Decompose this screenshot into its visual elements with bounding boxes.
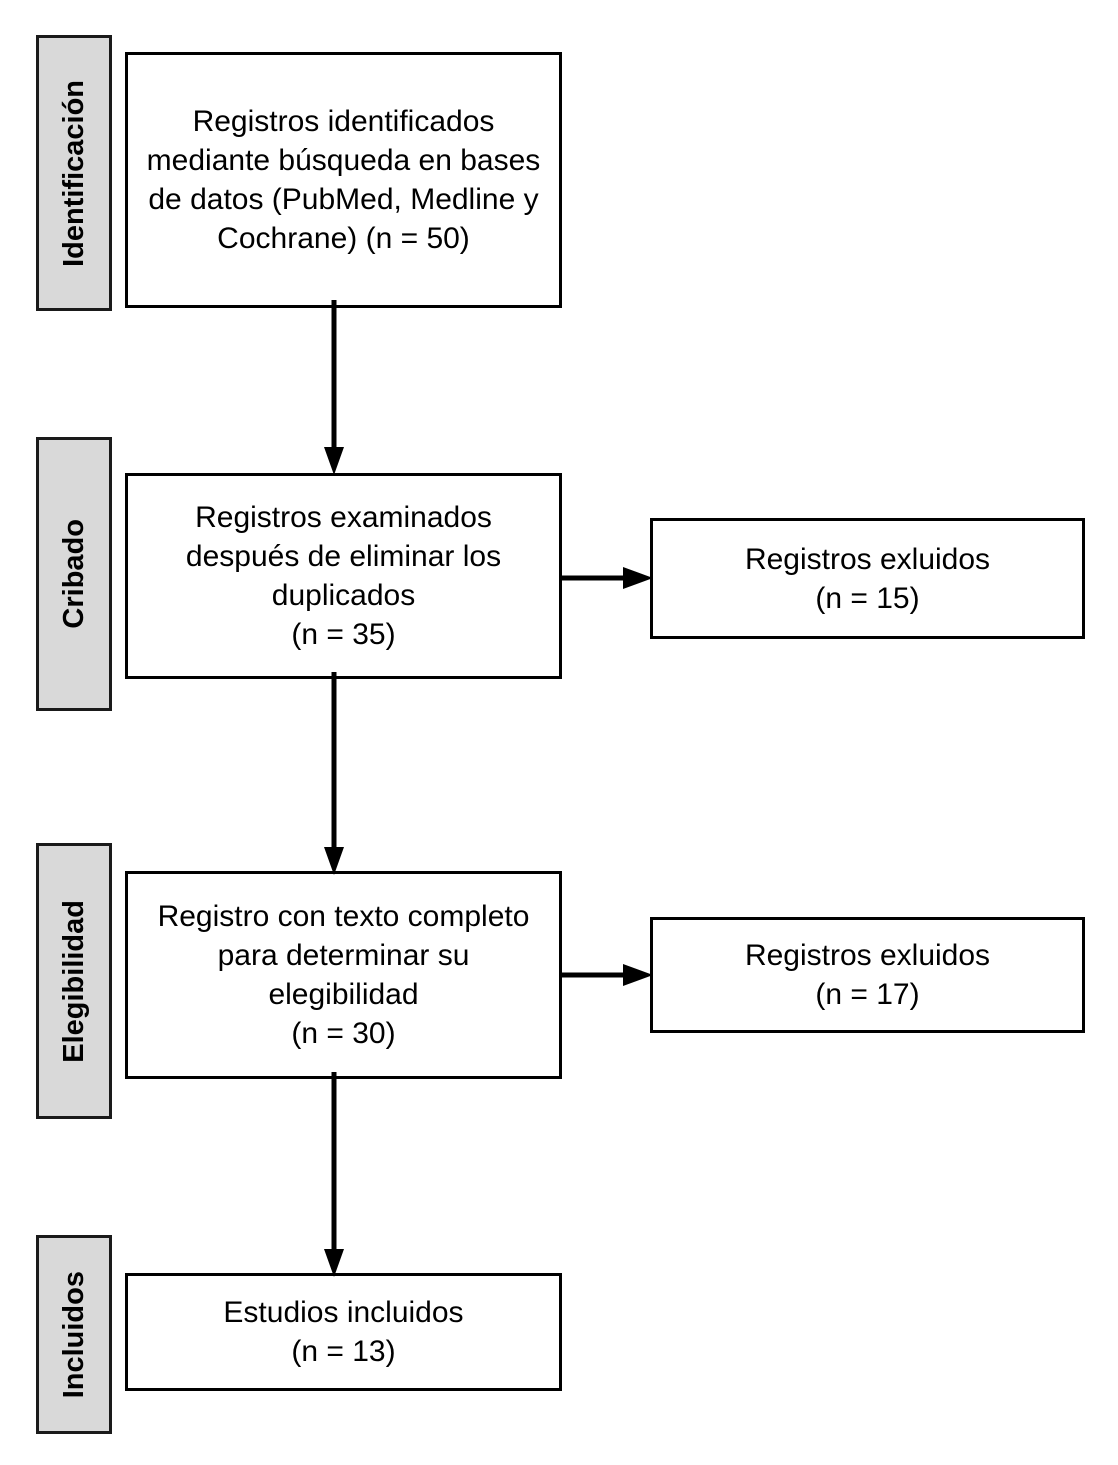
box-studies-included-text: Estudios incluidos (n = 13) — [223, 1296, 464, 1368]
stage-label-elegibilidad-text: Elegibilidad — [57, 899, 90, 1063]
box-studies-included: Estudios incluidos (n = 13) — [125, 1273, 562, 1391]
box-records-screened-text: Registros examinados después de eliminar… — [185, 501, 502, 651]
stage-label-identificacion: Identificación — [36, 35, 112, 311]
box-records-screened: Registros examinados después de eliminar… — [125, 473, 562, 679]
box-records-identified: Registros identificados mediante búsqued… — [125, 52, 562, 308]
stage-label-elegibilidad: Elegibilidad — [36, 843, 112, 1119]
box-full-text-eligibility-text: Registro con texto completo para determi… — [157, 900, 530, 1050]
stage-label-incluidos: Incluidos — [36, 1235, 112, 1434]
box-full-text-eligibility: Registro con texto completo para determi… — [125, 871, 562, 1079]
connector-screened-to-excluded — [559, 567, 653, 589]
connector-eligibility-to-excluded — [559, 964, 653, 986]
connector-screened-to-eligibility — [324, 672, 344, 875]
stage-label-cribado-text: Cribado — [57, 519, 90, 629]
box-records-excluded-screening: Registros exluidos (n = 15) — [650, 518, 1085, 639]
box-records-identified-text: Registros identificados mediante búsqued… — [146, 105, 541, 255]
box-records-excluded-eligibility-text: Registros exluidos (n = 17) — [744, 939, 991, 1011]
box-records-excluded-screening-text: Registros exluidos (n = 15) — [744, 542, 991, 615]
connector-eligibility-to-included — [324, 1072, 344, 1277]
stage-label-cribado: Cribado — [36, 437, 112, 711]
stage-label-incluidos-text: Incluidos — [57, 1270, 90, 1399]
stage-label-identificacion-text: Identificación — [57, 79, 90, 267]
box-records-excluded-eligibility: Registros exluidos (n = 17) — [650, 917, 1085, 1033]
connector-identified-to-screened — [324, 300, 344, 475]
